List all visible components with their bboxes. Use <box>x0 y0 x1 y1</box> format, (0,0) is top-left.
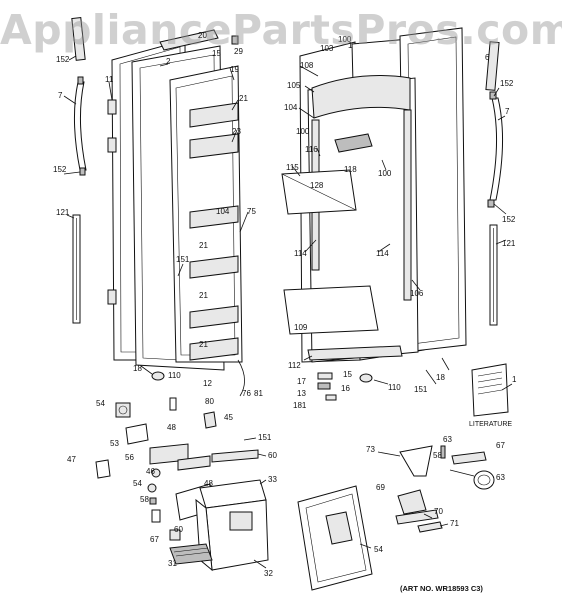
callout: 116 <box>305 145 318 154</box>
callout: 115 <box>286 163 299 172</box>
callout: 73 <box>366 445 375 454</box>
callout: 16 <box>341 384 350 393</box>
callout: 118 <box>344 165 357 174</box>
callout: 48 <box>204 479 213 488</box>
callout: 121 <box>502 239 516 248</box>
callout: 1 <box>348 41 353 50</box>
callout: 15 <box>343 370 352 379</box>
callout: 100 <box>296 127 310 136</box>
callout: 23 <box>232 127 241 136</box>
callout: 54 <box>374 545 383 554</box>
callout: 17 <box>297 377 306 386</box>
callout: 7 <box>58 91 63 100</box>
callout: 47 <box>67 455 76 464</box>
callout: 110 <box>168 371 181 380</box>
callout: 18 <box>133 364 142 373</box>
callout: 71 <box>450 519 459 528</box>
callout: 58 <box>433 451 442 460</box>
callout: 100 <box>378 169 392 178</box>
callout: 104 <box>284 103 298 112</box>
callout: 19 <box>230 65 239 74</box>
callout: 108 <box>300 61 314 70</box>
literature-label: LITERATURE <box>469 421 512 428</box>
callout: 105 <box>287 81 301 90</box>
callout: 151 <box>258 433 272 442</box>
callout: 46 <box>146 467 155 476</box>
callout: 18 <box>436 373 445 382</box>
callout: 54 <box>96 399 105 408</box>
dispenser-assembly <box>95 397 269 572</box>
fresh-food-door <box>281 27 467 401</box>
callout: 100 <box>338 35 352 44</box>
callout: 11 <box>105 75 114 84</box>
callout: 80 <box>205 397 214 406</box>
callout: 29 <box>234 47 243 56</box>
callout: 114 <box>376 249 389 258</box>
callout: 70 <box>434 507 443 516</box>
callout: 152 <box>56 55 70 64</box>
callout: 103 <box>320 44 334 53</box>
callout: 56 <box>125 453 134 462</box>
callout: 76 <box>242 389 251 398</box>
callout: 21 <box>199 291 208 300</box>
callout: 69 <box>376 483 385 492</box>
callout: 21 <box>239 94 248 103</box>
freezer-door <box>107 29 245 397</box>
callout: 45 <box>224 413 233 422</box>
callout: 12 <box>203 379 212 388</box>
callout: 109 <box>294 323 308 332</box>
callout: 63 <box>443 435 452 444</box>
callout: 81 <box>254 389 263 398</box>
callout: 31 <box>168 559 177 568</box>
left-trim-parts <box>71 17 87 324</box>
right-trim-parts <box>485 41 504 326</box>
callout: 60 <box>174 525 183 534</box>
small-parts-right <box>395 445 495 533</box>
callout: 121 <box>56 208 70 217</box>
callout: 7 <box>505 107 510 116</box>
callout: 2 <box>166 57 171 66</box>
callout: 60 <box>268 451 277 460</box>
callout: 53 <box>110 439 119 448</box>
callout: 13 <box>297 389 306 398</box>
callout: 20 <box>198 31 207 40</box>
callout: 33 <box>268 475 277 484</box>
callout: 106 <box>410 289 424 298</box>
callout: 152 <box>500 79 514 88</box>
callout: 110 <box>388 383 401 392</box>
callout: 112 <box>288 361 301 370</box>
ice-chute-panel <box>297 485 373 591</box>
callout: 75 <box>247 207 256 216</box>
callout: 114 <box>294 249 307 258</box>
callout: 21 <box>199 340 208 349</box>
literature-booklet: LITERATURE <box>469 363 512 428</box>
callout: 1 <box>512 375 517 384</box>
callout: 48 <box>167 423 176 432</box>
callout: 63 <box>496 473 505 482</box>
callout: 58 <box>140 495 149 504</box>
callout: 67 <box>150 535 159 544</box>
callout: 54 <box>133 479 142 488</box>
leader-lines <box>63 55 513 569</box>
callout: 151 <box>176 255 190 264</box>
callout: 15 <box>212 49 221 58</box>
callout: 181 <box>293 401 307 410</box>
callout: 152 <box>53 165 67 174</box>
callout: 151 <box>414 385 428 394</box>
callout: 32 <box>264 569 273 578</box>
art-number: (ART NO. WR18593 C3) <box>400 584 483 593</box>
callout: 128 <box>310 181 324 190</box>
callout-labels: 152 7 11 152 121 20 29 15 2 19 21 23 104… <box>53 31 517 593</box>
callout: 67 <box>496 441 505 450</box>
callout: 152 <box>502 215 516 224</box>
callout: 21 <box>199 241 208 250</box>
callout: 104 <box>216 207 230 216</box>
callout: 6 <box>485 53 490 62</box>
